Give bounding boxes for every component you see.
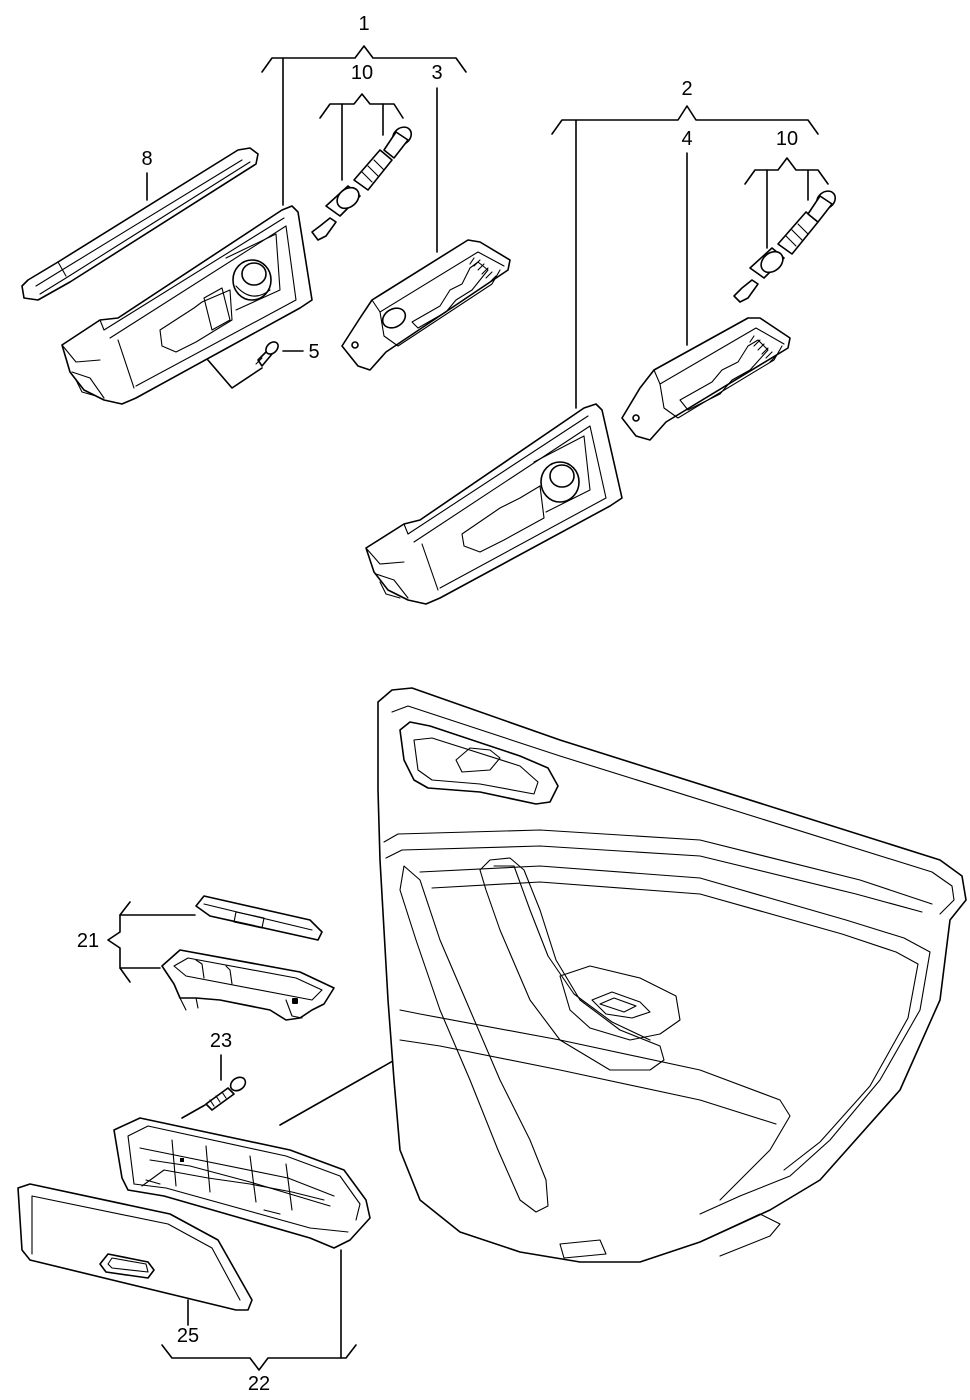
part-25-lid [17,1183,253,1311]
part-22-housing [113,1117,371,1249]
part-1-switch-housing [61,205,313,405]
part-21-insert [161,949,335,1021]
callout-1: 1 [358,13,369,35]
bracket-10-left [319,93,404,181]
callout-3: 3 [431,62,442,84]
part-23-screw [205,1076,247,1111]
part-8-trim-strip [21,147,259,301]
callout-25: 25 [177,1325,199,1347]
callout-21: 21 [77,930,99,952]
bracket-1 [261,45,467,253]
callout-2: 2 [681,78,692,100]
part-3-switch-bezel [341,239,511,371]
part-2-switch-housing [365,403,623,605]
part-10-bulb-left [311,126,413,241]
callout-8: 8 [141,148,152,170]
callout-10-left: 10 [351,62,373,84]
part-10-bulb-right [733,190,837,303]
callout-4: 4 [681,128,692,150]
bracket-2 [551,105,819,409]
leader-23-b [181,1104,206,1119]
callout-5: 5 [308,341,319,363]
callout-22: 22 [248,1373,270,1395]
part-4-switch-bezel [621,317,791,441]
callout-23: 23 [210,1030,232,1052]
part-5-screw [255,341,279,367]
bracket-10-right [744,157,829,249]
part-21-cover [195,895,323,941]
bracket-21 [107,901,196,983]
callout-10-right: 10 [776,128,798,150]
door-trim-panel [377,687,967,1263]
bracket-22 [161,1249,357,1371]
